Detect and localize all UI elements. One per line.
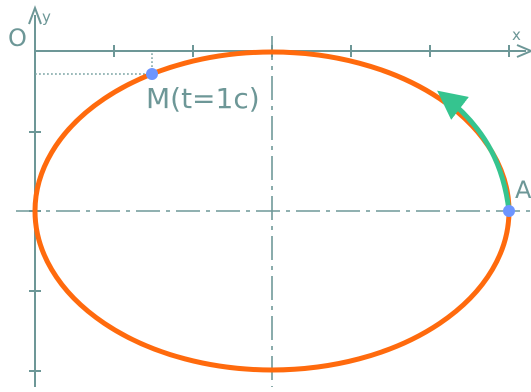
point-m-dot: [146, 68, 158, 80]
point-m-projection-lines: [35, 51, 153, 75]
point-m-label: M(t=1c): [146, 82, 260, 115]
y-axis-arrow-icon: [28, 5, 42, 25]
point-a-label: A: [515, 176, 531, 204]
y-axis-label: y: [42, 8, 51, 26]
x-axis-label: x: [512, 26, 521, 44]
x-axis-arrow-icon: [516, 44, 531, 58]
motion-direction-arrow: [437, 90, 512, 212]
origin-label: O: [8, 24, 27, 52]
point-a-dot: [503, 205, 515, 217]
